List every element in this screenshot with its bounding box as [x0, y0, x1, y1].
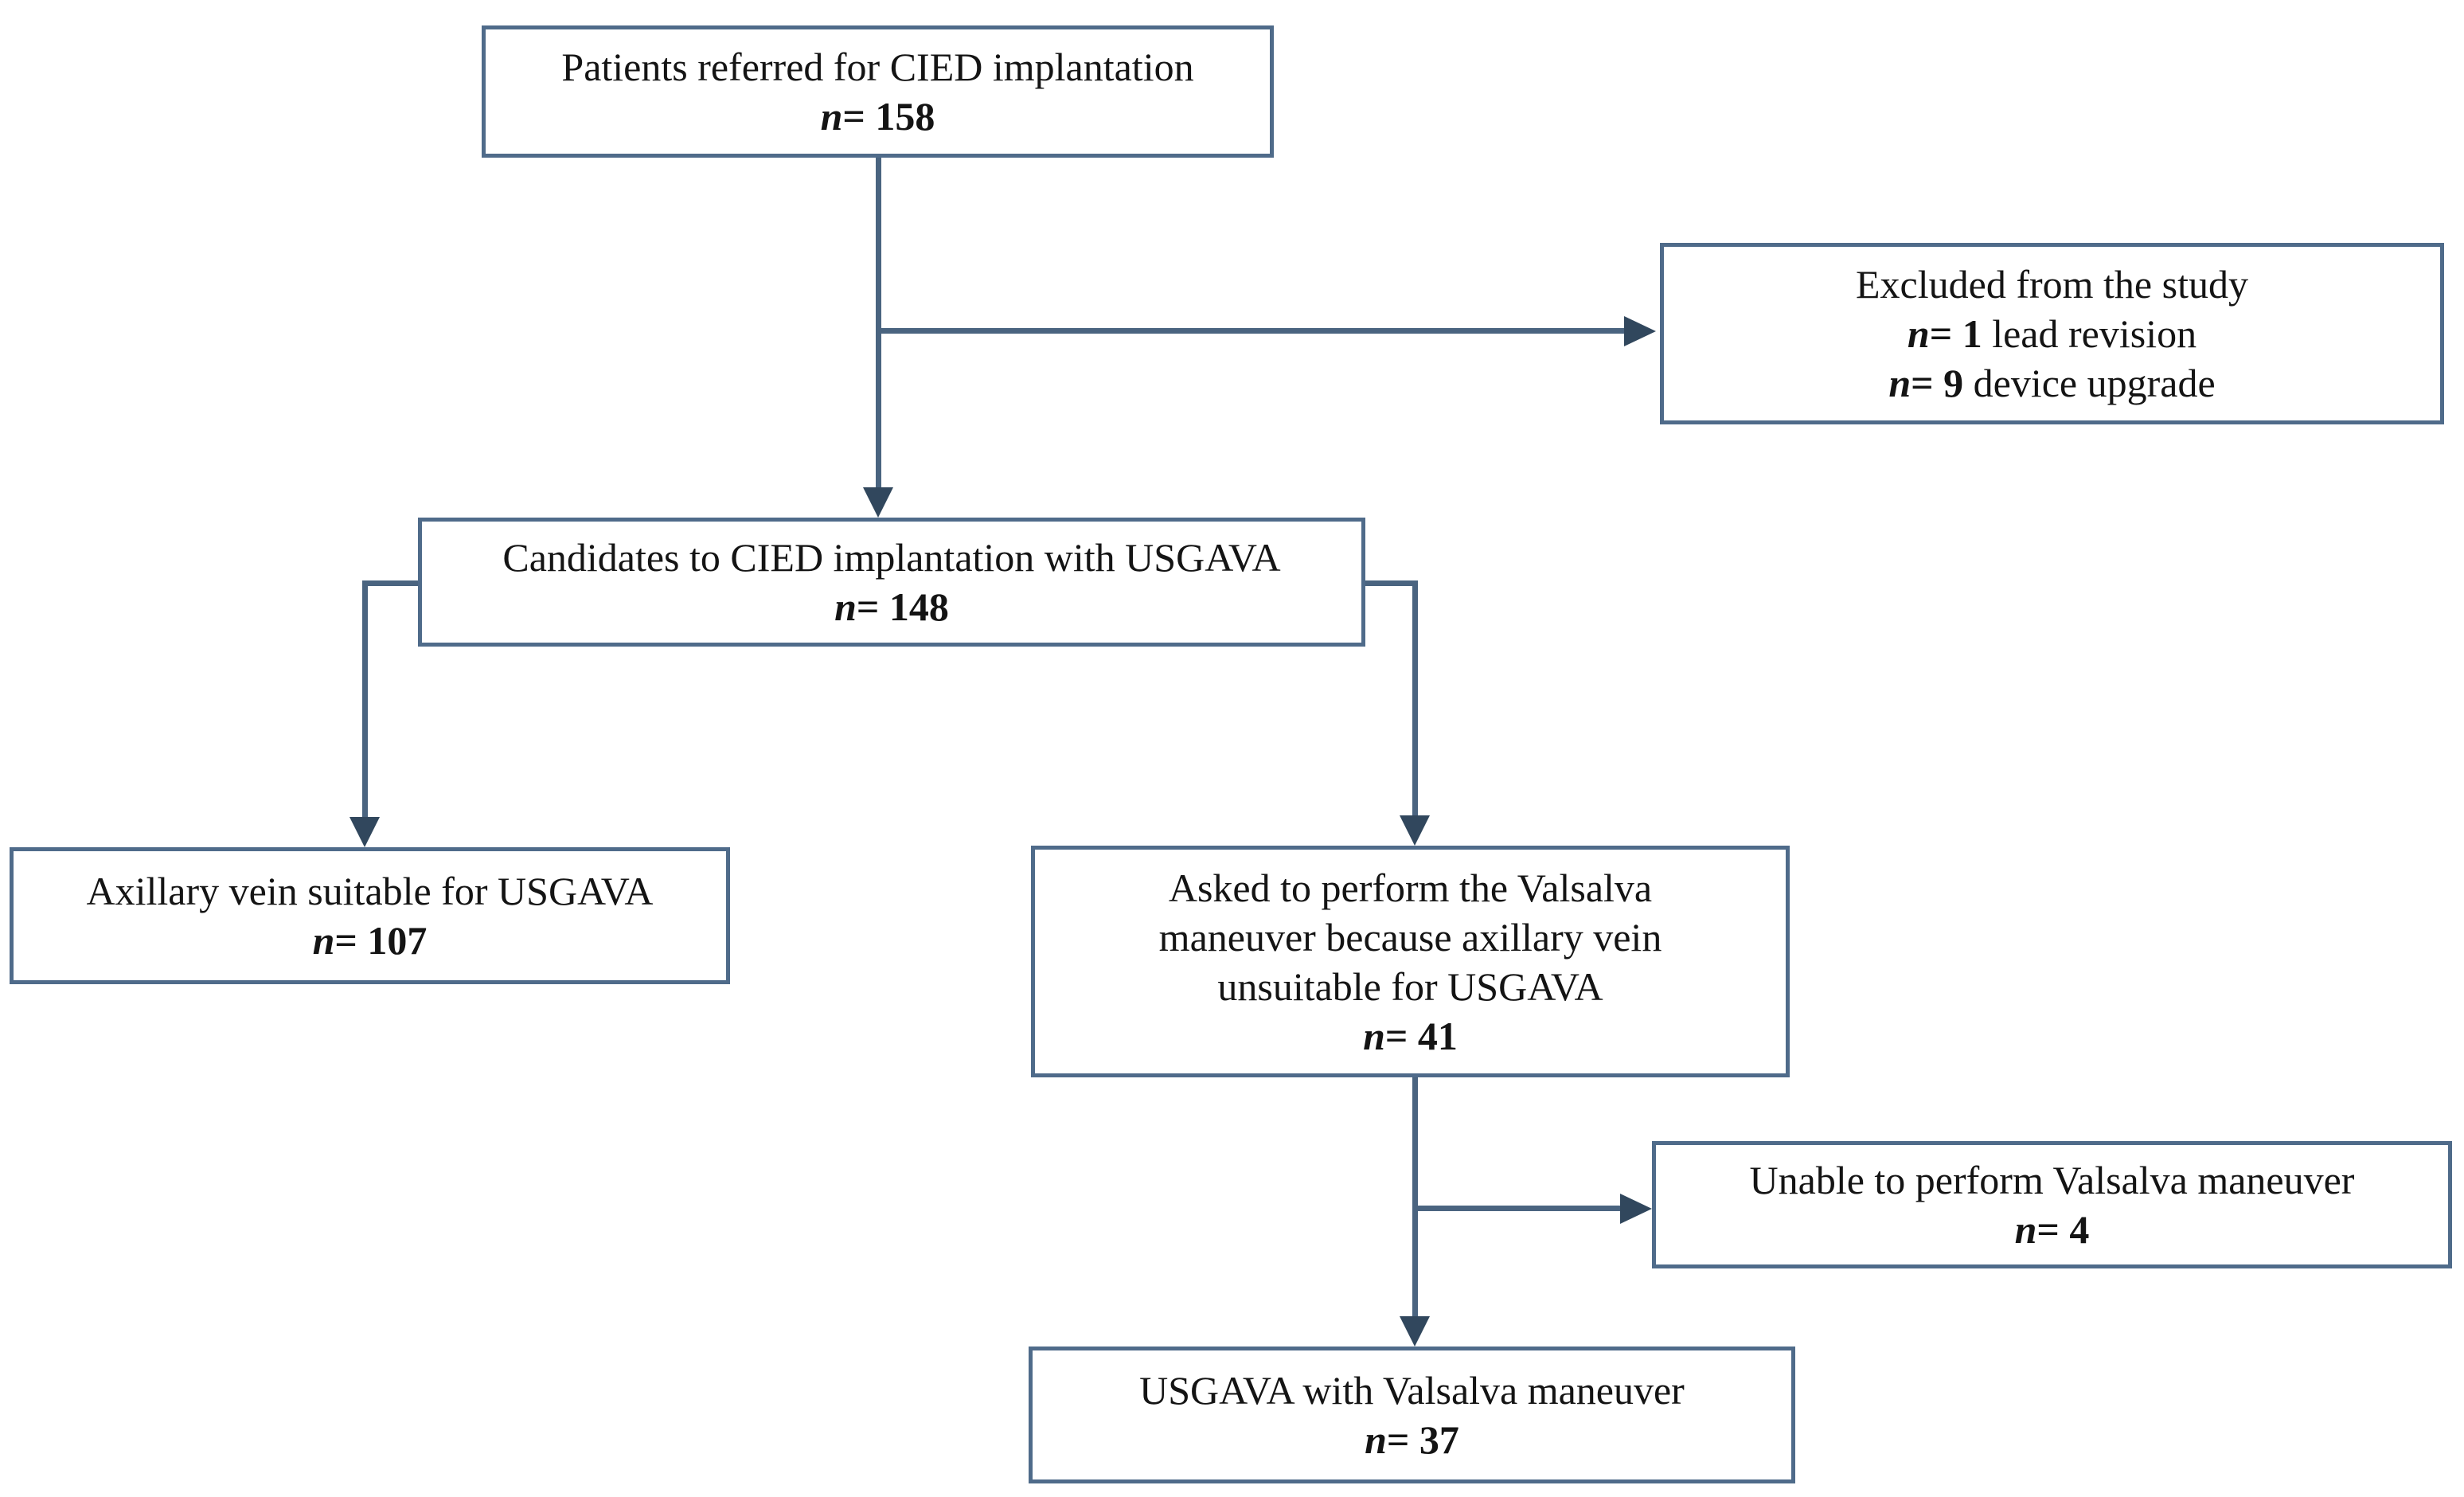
- n-value: = 158: [842, 94, 935, 139]
- n-symbol: n: [1363, 1013, 1385, 1058]
- n-reason: device upgrade: [1963, 361, 2216, 405]
- connector-candidates-to-suitable-v: [362, 580, 368, 817]
- arrowhead-right-icon: [1620, 1194, 1652, 1224]
- node-candidates-usgava: Candidates to CIED implantation with USG…: [418, 518, 1365, 647]
- n-value: = 41: [1384, 1013, 1458, 1058]
- node-text: USGAVA with Valsalva maneuver: [1139, 1368, 1685, 1413]
- connector-candidates-to-asked-h: [1365, 580, 1418, 586]
- arrowhead-down-icon: [1400, 815, 1430, 846]
- connector-referred-to-excluded: [876, 328, 1624, 334]
- n-value: = 4: [2036, 1207, 2090, 1252]
- node-count: n= 41: [1363, 1011, 1458, 1061]
- n-value: = 1: [1929, 311, 1982, 356]
- n-value: = 148: [856, 584, 949, 629]
- arrowhead-down-icon: [863, 487, 893, 518]
- node-text: Excluded from the study: [1856, 262, 2248, 307]
- node-unable-valsalva: Unable to perform Valsalva maneuver n= 4: [1652, 1141, 2452, 1268]
- node-vein-suitable: Axillary vein suitable for USGAVA n= 107: [10, 847, 730, 984]
- node-text: Axillary vein suitable for USGAVA: [86, 869, 654, 913]
- node-usgava-valsalva: USGAVA with Valsalva maneuver n= 37: [1029, 1347, 1795, 1483]
- node-count: n= 9 device upgrade: [1888, 358, 2215, 408]
- node-count: n= 1 lead revision: [1908, 309, 2197, 358]
- connector-referred-to-candidates: [876, 158, 881, 487]
- node-count: n= 158: [821, 92, 935, 141]
- connector-candidates-to-asked-v: [1412, 580, 1418, 815]
- node-text: Asked to perform the Valsalva: [1168, 865, 1653, 910]
- node-text: unsuitable for USGAVA: [1217, 963, 1603, 1009]
- arrowhead-down-icon: [1400, 1316, 1430, 1347]
- n-value: = 9: [1911, 361, 1964, 405]
- arrowhead-down-icon: [349, 817, 380, 847]
- n-symbol: n: [312, 918, 335, 963]
- arrowhead-right-icon: [1624, 316, 1656, 346]
- connector-asked-to-unable: [1412, 1206, 1620, 1211]
- node-text: maneuver because axillary vein: [1158, 914, 1662, 960]
- n-symbol: n: [1365, 1417, 1387, 1462]
- connector-candidates-to-suitable-h: [362, 580, 418, 586]
- node-count: n= 4: [2015, 1205, 2090, 1254]
- n-value: = 107: [334, 918, 428, 963]
- n-symbol: n: [820, 94, 843, 139]
- n-symbol: n: [1907, 311, 1930, 356]
- connector-asked-to-usgava: [1412, 1077, 1418, 1316]
- node-text: Patients referred for CIED implantation: [561, 45, 1194, 89]
- node-count: n= 148: [834, 582, 949, 631]
- n-symbol: n: [2014, 1207, 2037, 1252]
- node-count: n= 107: [313, 916, 428, 965]
- node-text: Candidates to CIED implantation with USG…: [502, 535, 1281, 580]
- n-symbol: n: [834, 584, 857, 629]
- node-excluded-from-study: Excluded from the study n= 1 lead revisi…: [1660, 243, 2444, 424]
- node-asked-valsalva: Asked to perform the Valsalva maneuver b…: [1031, 846, 1790, 1077]
- n-value: = 37: [1386, 1417, 1459, 1462]
- n-reason: lead revision: [1982, 311, 2197, 356]
- n-symbol: n: [1888, 361, 1911, 405]
- node-count: n= 37: [1365, 1415, 1459, 1464]
- node-patients-referred: Patients referred for CIED implantation …: [482, 25, 1274, 158]
- node-text: Unable to perform Valsalva maneuver: [1749, 1158, 2355, 1202]
